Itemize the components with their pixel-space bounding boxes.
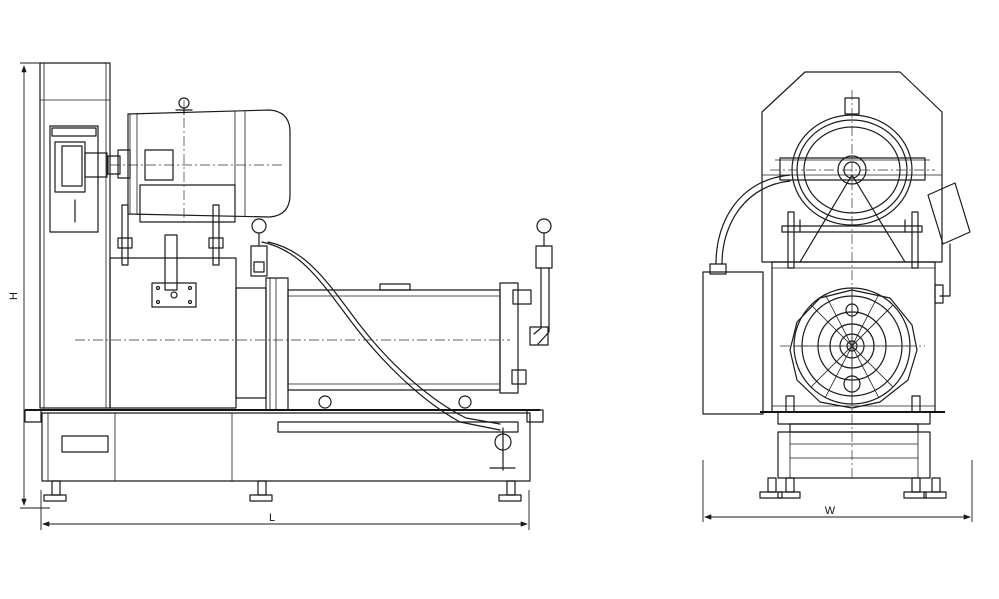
side-grinding-chamber (235, 277, 532, 411)
width-label: W (825, 505, 836, 517)
front-center-lines (770, 90, 935, 480)
front-base (759, 395, 947, 499)
front-control-panel (927, 182, 971, 304)
side-motor (107, 97, 291, 291)
front-main-housing (771, 261, 936, 413)
width-dimension: W (702, 460, 973, 522)
side-view: H L (8, 62, 553, 530)
side-piping (250, 218, 553, 431)
side-base-frame (24, 395, 544, 502)
height-dimension: H (8, 62, 108, 509)
front-side-cabinet (702, 174, 791, 415)
front-motor (779, 97, 926, 233)
front-chamber-end (789, 287, 918, 409)
length-label: L (269, 512, 275, 524)
side-center-lines (75, 100, 510, 341)
height-label: H (8, 292, 20, 300)
side-belt-guard (39, 62, 111, 409)
side-main-body (109, 257, 237, 409)
length-dimension: L (40, 490, 530, 530)
front-view: W (702, 71, 973, 522)
